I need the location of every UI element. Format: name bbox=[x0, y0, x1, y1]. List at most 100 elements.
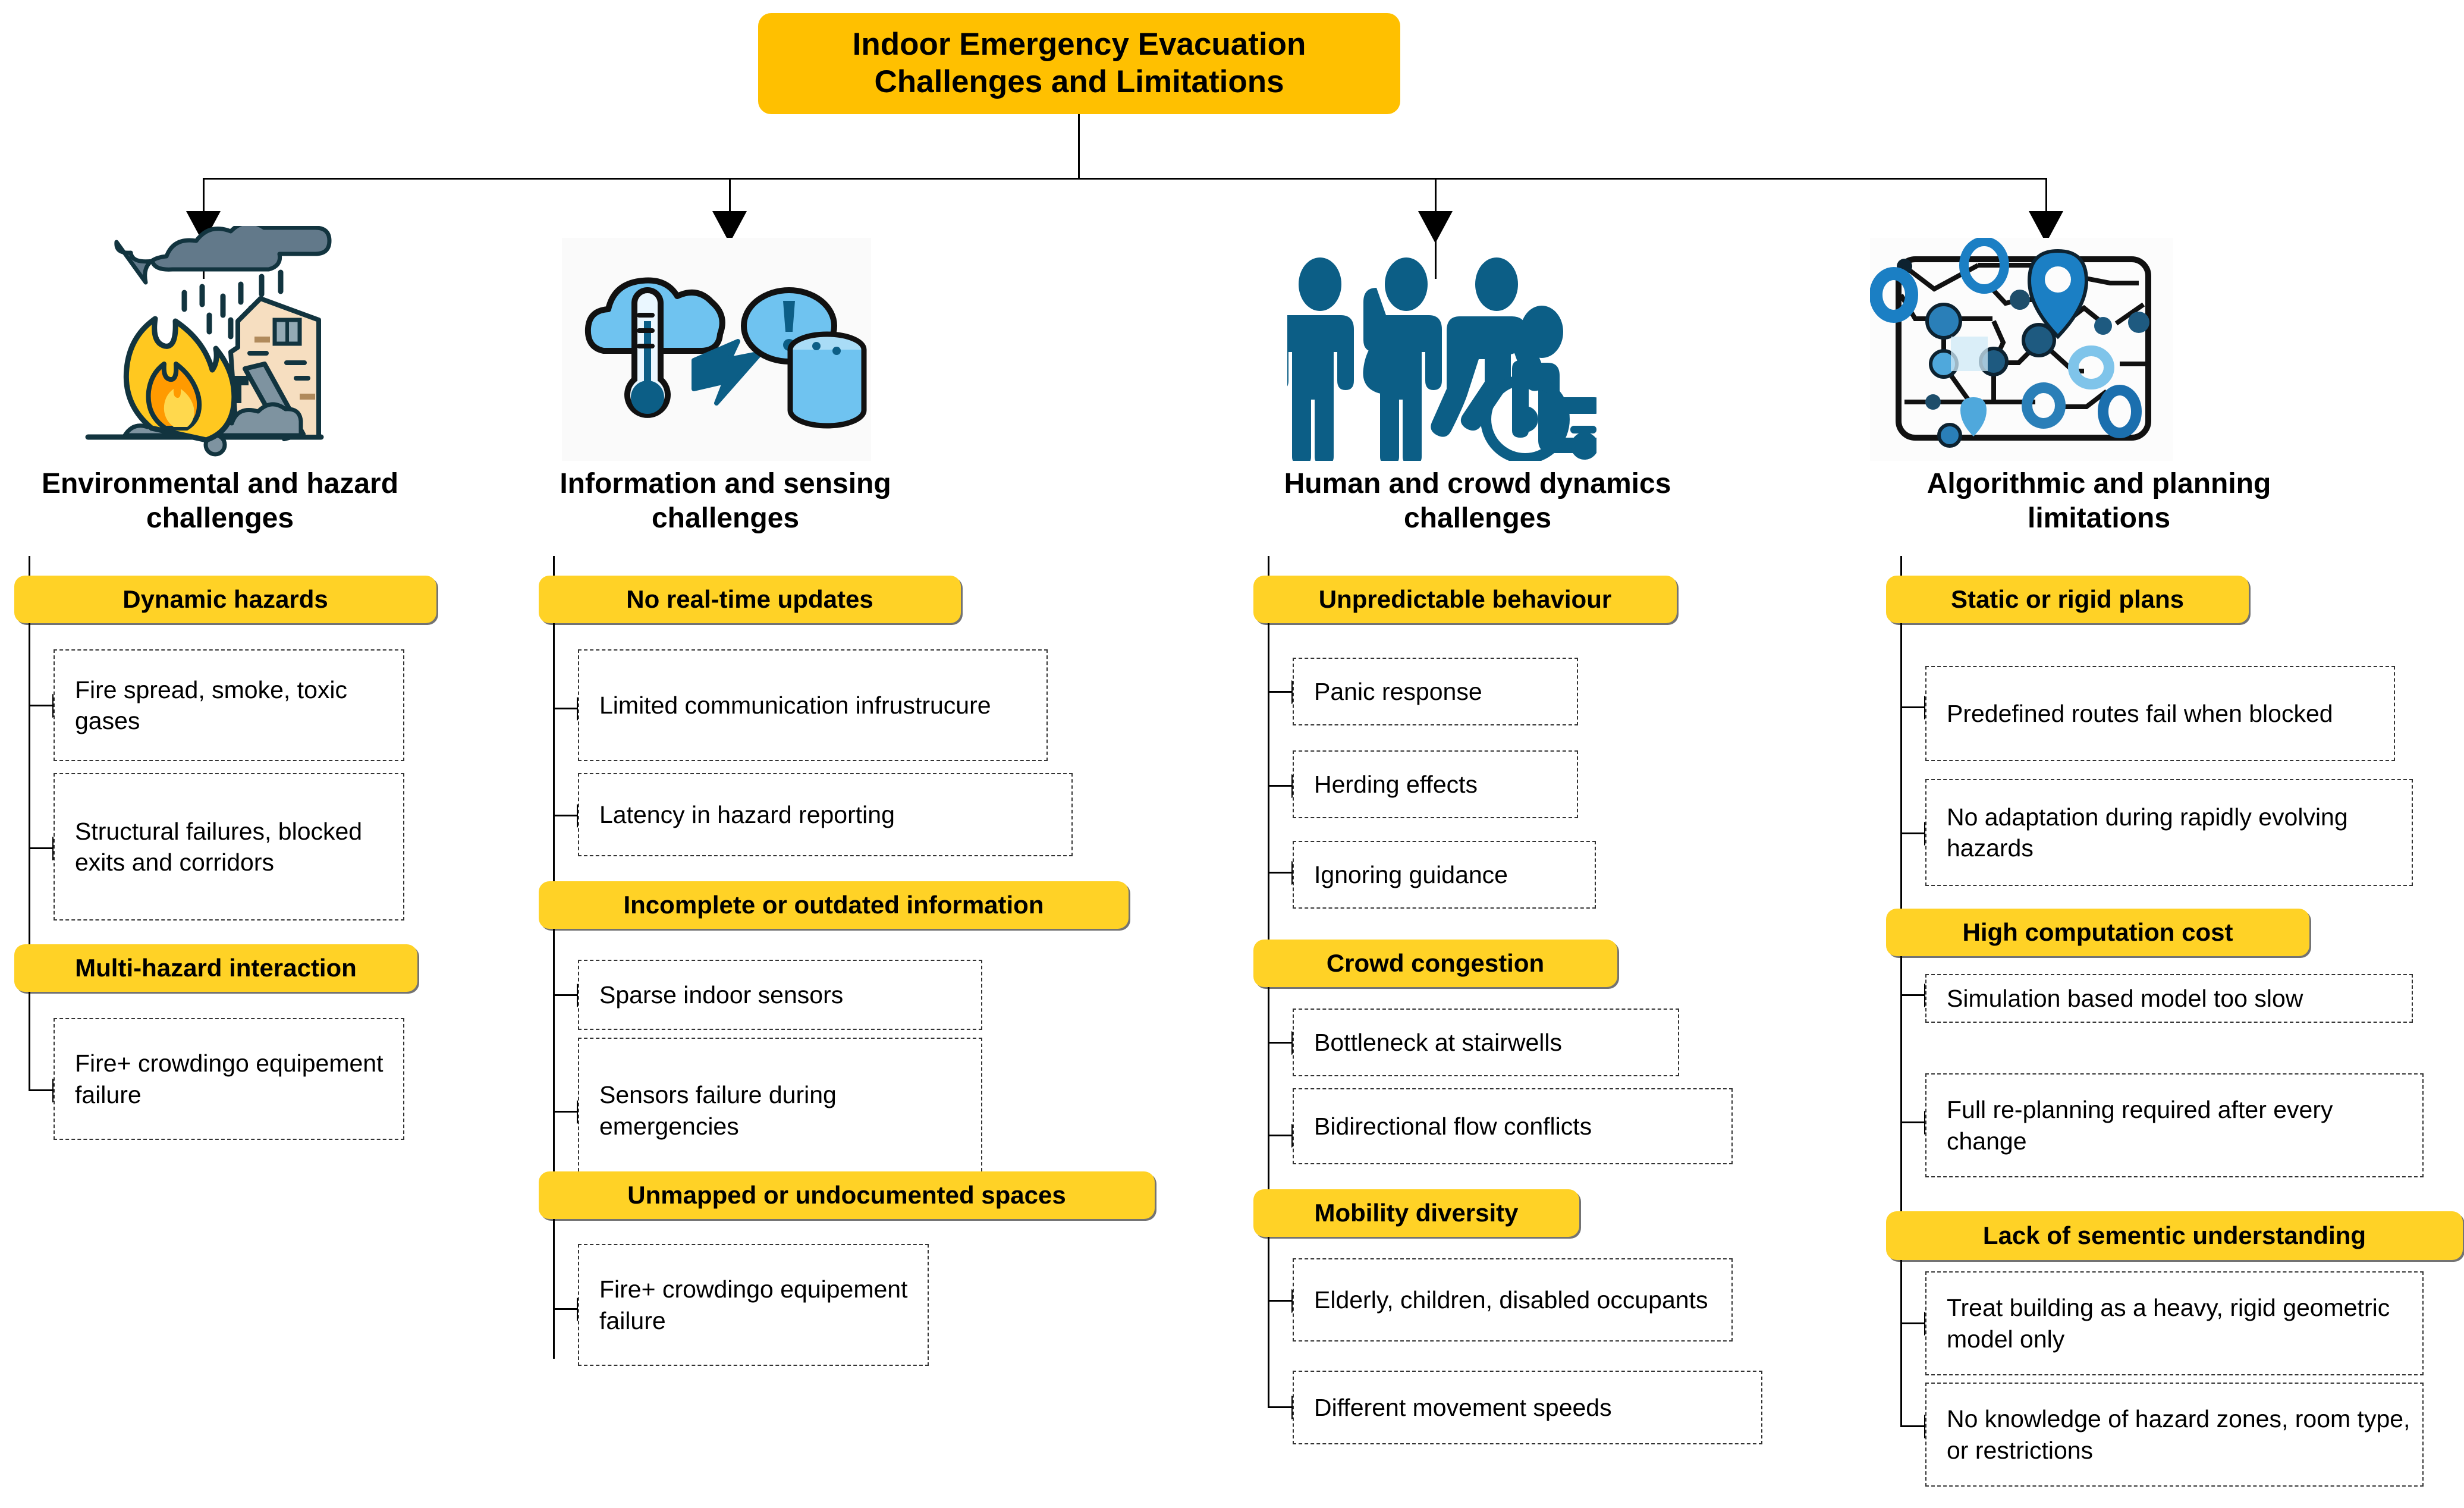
leaf-tick bbox=[553, 708, 578, 709]
leaf-tick bbox=[1268, 872, 1293, 874]
group-pill-label: Multi-hazard interaction bbox=[75, 954, 357, 982]
leaf-label: Full re-planning required after every ch… bbox=[1947, 1096, 2333, 1155]
leaf-label: No knowledge of hazard zones, room type,… bbox=[1947, 1405, 2410, 1464]
leaf-tick bbox=[1268, 1406, 1293, 1408]
group-pill-label: High computation cost bbox=[1962, 918, 2233, 946]
leaf-item[interactable]: Treat building as a heavy, rigid geometr… bbox=[1925, 1271, 2424, 1375]
leaf-label: Predefined routes fail when blocked bbox=[1947, 699, 2333, 727]
leaf-tick bbox=[1268, 1300, 1293, 1302]
cloud-sensor-data-icon bbox=[562, 238, 871, 461]
leaf-tick bbox=[1900, 706, 1925, 708]
group-pill-high-computation-cost[interactable]: High computation cost bbox=[1886, 909, 2309, 956]
column-heading-2-line2: challenges bbox=[651, 502, 800, 534]
leaf-label: Different movement speeds bbox=[1314, 1393, 1612, 1421]
group-pill-multi-hazard-interaction[interactable]: Multi-hazard interaction bbox=[14, 944, 417, 992]
leaf-item[interactable]: Full re-planning required after every ch… bbox=[1925, 1073, 2424, 1177]
column-heading-2-line1: Information and sensing bbox=[560, 468, 891, 499]
leaf-item[interactable]: Bottleneck at stairwells bbox=[1293, 1009, 1679, 1076]
leaf-label: Bottleneck at stairwells bbox=[1314, 1028, 1563, 1056]
leaf-label: Elderly, children, disabled occupants bbox=[1314, 1286, 1708, 1314]
column-4-spine bbox=[1900, 556, 1902, 1425]
leaf-item[interactable]: Different movement speeds bbox=[1293, 1371, 1762, 1444]
leaf-item[interactable]: Herding effects bbox=[1293, 750, 1578, 818]
group-pill-label: Mobility diversity bbox=[1314, 1199, 1519, 1227]
leaf-tick bbox=[1900, 832, 1925, 834]
leaf-item[interactable]: Predefined routes fail when blocked bbox=[1925, 666, 2395, 761]
leaf-label: Fire+ crowdingo equipement failure bbox=[75, 1050, 384, 1108]
column-heading-3-line2: challenges bbox=[1403, 502, 1552, 534]
leaf-label: No adaptation during rapidly evolving ha… bbox=[1947, 803, 2348, 862]
leaf-label: Ignoring guidance bbox=[1314, 860, 1508, 888]
column-2-spine bbox=[553, 556, 555, 1359]
leaf-label: Sparse indoor sensors bbox=[599, 981, 844, 1009]
leaf-label: Structural failures, blocked exits and c… bbox=[75, 817, 363, 876]
group-pill-incomplete-or-outdated-information[interactable]: Incomplete or outdated information bbox=[539, 881, 1129, 929]
group-pill-label: Unpredictable behaviour bbox=[1318, 585, 1612, 613]
leaf-item[interactable]: Fire spread, smoke, toxic gases bbox=[54, 649, 404, 761]
leaf-item[interactable]: Ignoring guidance bbox=[1293, 841, 1596, 909]
group-pill-mobility-diversity[interactable]: Mobility diversity bbox=[1253, 1189, 1579, 1237]
leaf-tick bbox=[1900, 1322, 1925, 1324]
leaf-item[interactable]: Elderly, children, disabled occupants bbox=[1293, 1258, 1733, 1342]
column-heading-3-line1: Human and crowd dynamics bbox=[1284, 468, 1671, 499]
column-heading-3: Human and crowd dynamics challenges bbox=[1219, 467, 1736, 535]
branch-arrow-3-icon bbox=[1418, 211, 1453, 243]
leaf-label: Treat building as a heavy, rigid geometr… bbox=[1947, 1294, 2390, 1353]
column-1-spine bbox=[29, 556, 30, 1091]
leaf-label: Herding effects bbox=[1314, 770, 1478, 798]
leaf-item[interactable]: Panic response bbox=[1293, 658, 1578, 725]
leaf-tick bbox=[553, 1111, 578, 1113]
group-pill-unmapped-or-undocumented-spaces[interactable]: Unmapped or undocumented spaces bbox=[539, 1171, 1155, 1219]
leaf-item[interactable]: Bidirectional flow conflicts bbox=[1293, 1088, 1733, 1164]
leaf-label: Bidirectional flow conflicts bbox=[1314, 1112, 1592, 1140]
leaf-label: Panic response bbox=[1314, 677, 1482, 705]
leaf-item[interactable]: Limited communication infrustrucure bbox=[578, 649, 1048, 761]
group-pill-label: Incomplete or outdated information bbox=[623, 891, 1044, 919]
fire-building-hazard-icon bbox=[59, 226, 333, 461]
leaf-tick bbox=[1268, 1135, 1293, 1136]
leaf-tick bbox=[29, 1089, 54, 1091]
root-title-box: Indoor Emergency Evacuation Challenges a… bbox=[758, 13, 1400, 114]
group-pill-label: Static or rigid plans bbox=[1950, 585, 2185, 613]
leaf-tick bbox=[1268, 691, 1293, 693]
column-heading-4-line1: Algorithmic and planning bbox=[1926, 468, 2271, 499]
group-pill-label: Unmapped or undocumented spaces bbox=[627, 1181, 1066, 1209]
root-bus-line bbox=[203, 178, 2047, 180]
leaf-label: Fire+ crowdingo equipement failure bbox=[599, 1275, 908, 1334]
group-pill-label: No real-time updates bbox=[626, 585, 873, 613]
column-heading-1-line1: Environmental and hazard bbox=[41, 468, 399, 499]
leaf-item[interactable]: Latency in hazard reporting bbox=[578, 773, 1073, 856]
leaf-item[interactable]: Fire+ crowdingo equipement failure bbox=[54, 1018, 404, 1140]
leaf-tick bbox=[1900, 1121, 1925, 1123]
leaf-item[interactable]: Sparse indoor sensors bbox=[578, 960, 982, 1030]
leaf-item[interactable]: Simulation based model too slow bbox=[1925, 974, 2413, 1023]
leaf-tick bbox=[1268, 785, 1293, 787]
leaf-item[interactable]: Fire+ crowdingo equipement failure bbox=[578, 1244, 929, 1366]
column-heading-1-line2: challenges bbox=[146, 502, 294, 534]
leaf-item[interactable]: No knowledge of hazard zones, room type,… bbox=[1925, 1383, 2424, 1487]
leaf-item[interactable]: No adaptation during rapidly evolving ha… bbox=[1925, 779, 2413, 886]
people-wheelchair-crowd-icon bbox=[1287, 244, 1596, 461]
leaf-tick bbox=[553, 994, 578, 996]
leaf-tick bbox=[1900, 1425, 1925, 1427]
group-pill-lack-of-sementic-understanding[interactable]: Lack of sementic understanding bbox=[1886, 1211, 2463, 1260]
group-pill-dynamic-hazards[interactable]: Dynamic hazards bbox=[14, 576, 436, 623]
root-trunk-line bbox=[1078, 114, 1080, 180]
leaf-item[interactable]: Structural failures, blocked exits and c… bbox=[54, 773, 404, 920]
leaf-label: Limited communication infrustrucure bbox=[599, 691, 991, 719]
group-pill-no-real-time-updates[interactable]: No real-time updates bbox=[539, 576, 961, 623]
leaf-tick bbox=[29, 847, 54, 849]
leaf-label: Latency in hazard reporting bbox=[599, 800, 895, 828]
leaf-tick bbox=[1900, 994, 1925, 996]
group-pill-crowd-congestion[interactable]: Crowd congestion bbox=[1253, 940, 1617, 987]
group-pill-unpredictable-behaviour[interactable]: Unpredictable behaviour bbox=[1253, 576, 1677, 623]
column-heading-1: Environmental and hazard challenges bbox=[6, 467, 434, 535]
group-pill-static-or-rigid-plans[interactable]: Static or rigid plans bbox=[1886, 576, 2249, 623]
column-heading-2: Information and sensing challenges bbox=[529, 467, 922, 535]
leaf-label: Simulation based model too slow bbox=[1947, 984, 2303, 1012]
network-route-map-icon bbox=[1870, 238, 2173, 461]
root-title-line2: Challenges and Limitations bbox=[874, 64, 1284, 99]
leaf-tick bbox=[29, 705, 54, 706]
leaf-item[interactable]: Sensors failure during emergencies bbox=[578, 1038, 982, 1183]
